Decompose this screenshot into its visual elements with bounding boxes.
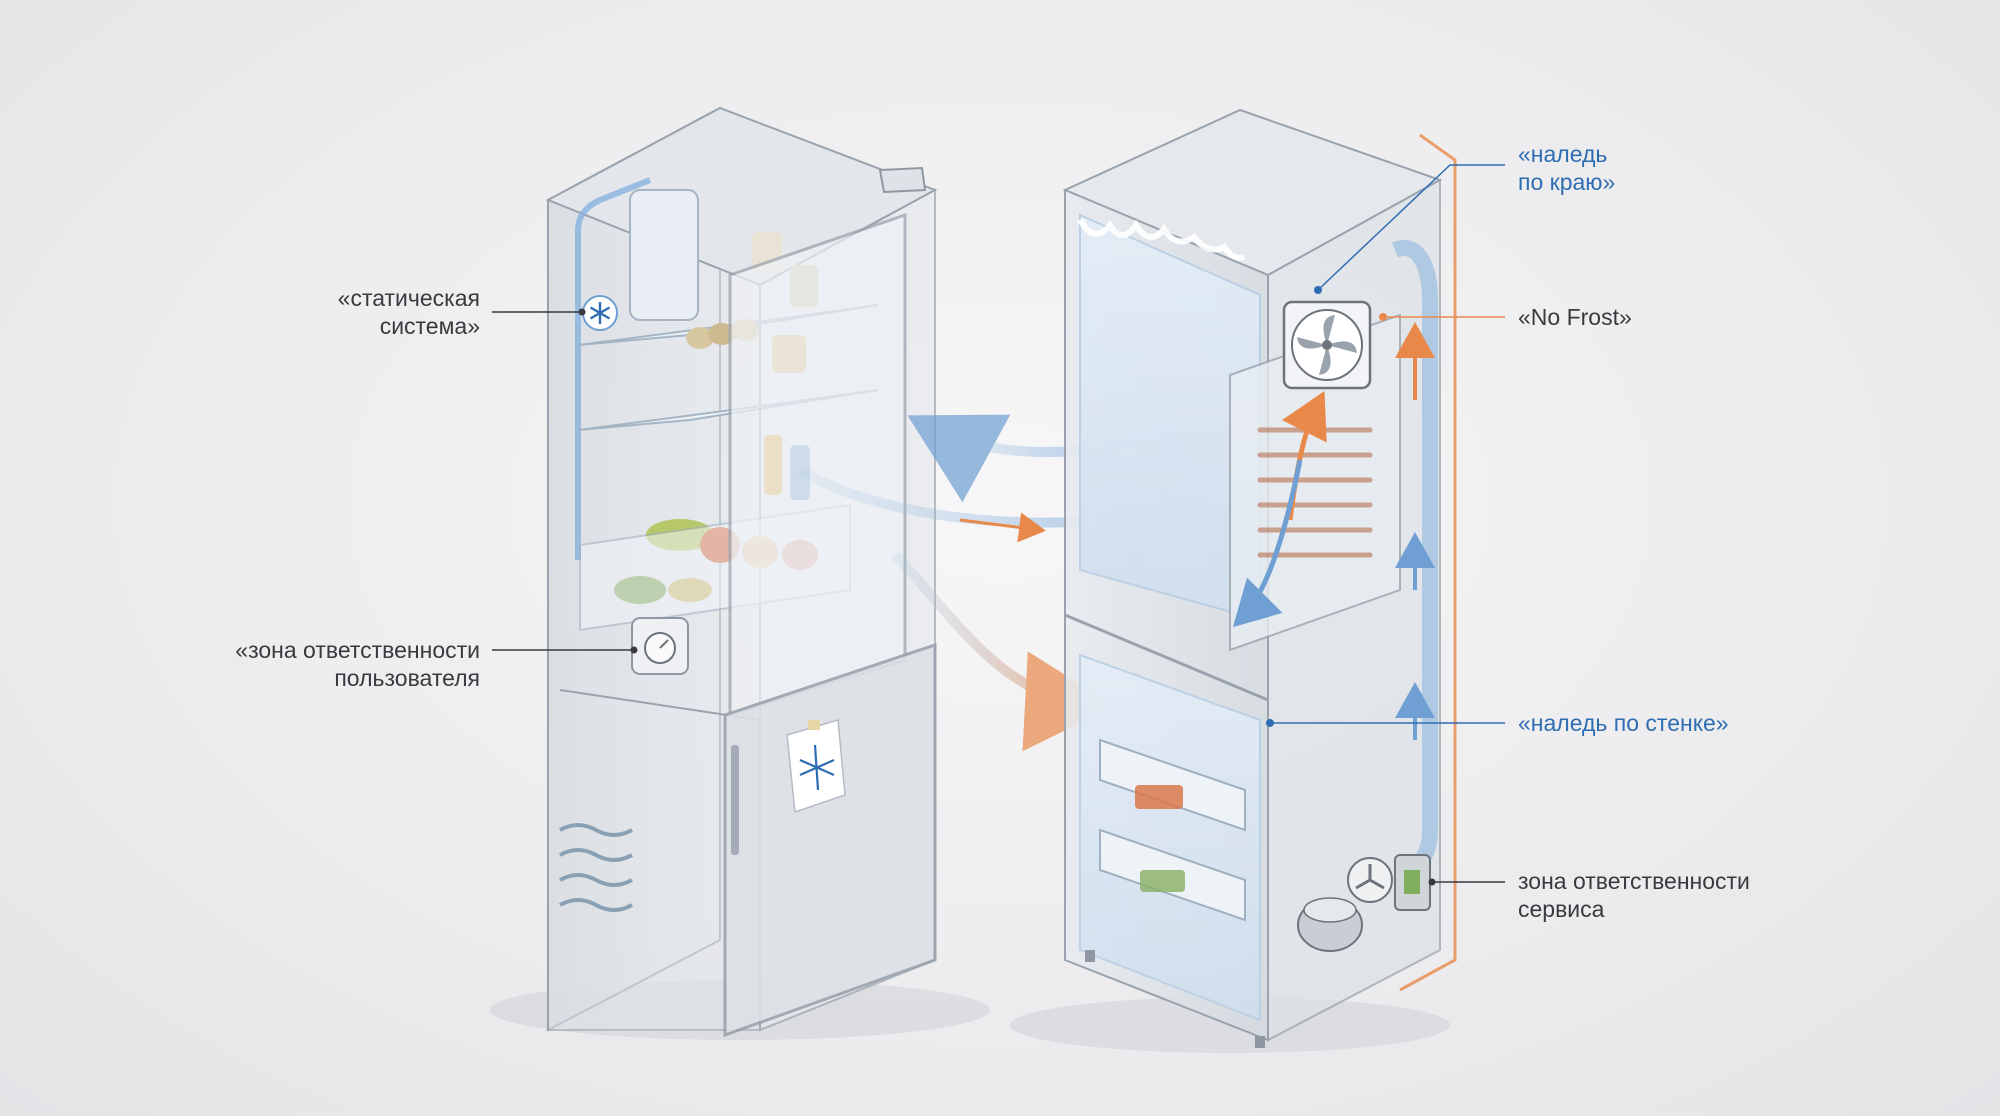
leader-lines [492, 164, 1505, 886]
label-service-zone-line1: зона ответственности [1518, 868, 1750, 894]
right-fridge-freezer [1079, 653, 1261, 1022]
label-wall-frost-line1: «наледь по стенке» [1518, 710, 1729, 736]
airflow-warm-arrow-2 [959, 512, 1046, 543]
airflow-warm-arrow-1 [891, 551, 1115, 752]
left-fridge-freezer-door [723, 642, 937, 1038]
label-edge-frost-line2: по краю» [1518, 169, 1616, 195]
left-fridge-evaporator-plate [629, 189, 699, 321]
right-fridge [1010, 108, 1457, 1053]
label-service-zone-line2: сервиса [1518, 896, 1605, 922]
right-fridge-edge-frost [1077, 218, 1246, 261]
label-service-zone: зона ответственности сервиса [1518, 867, 1750, 923]
label-static-system-line1: «статическая [337, 285, 480, 311]
magnet-note-icon [786, 719, 846, 814]
left-fridge-open-door [728, 212, 907, 718]
label-user-zone-line2: пользователя [334, 665, 480, 691]
left-fridge-condenser-coil [559, 823, 633, 912]
label-edge-frost-line1: «наледь [1518, 141, 1608, 167]
left-fridge-coolant-tube [575, 177, 652, 560]
fan-icon [1282, 300, 1372, 390]
label-no-frost-line1: «No Frost» [1518, 304, 1632, 330]
label-no-frost: «No Frost» [1518, 303, 1632, 331]
right-fridge-refrigerant-pipe [1399, 133, 1457, 992]
label-user-zone: «зона ответственности пользователя [235, 636, 480, 692]
label-static-system-line2: система» [379, 313, 480, 339]
left-fridge-freezer-handle [731, 745, 739, 855]
label-user-zone-line1: «зона ответственности [235, 637, 480, 663]
label-wall-frost: «наледь по стенке» [1518, 709, 1729, 737]
left-fridge-hinge [878, 166, 927, 194]
label-static-system: «статическая система» [338, 284, 480, 340]
left-fridge [490, 106, 990, 1040]
label-edge-frost: «наледь по краю» [1518, 140, 1615, 196]
snowflake-icon [582, 295, 618, 331]
compressor-icon [1297, 854, 1431, 952]
